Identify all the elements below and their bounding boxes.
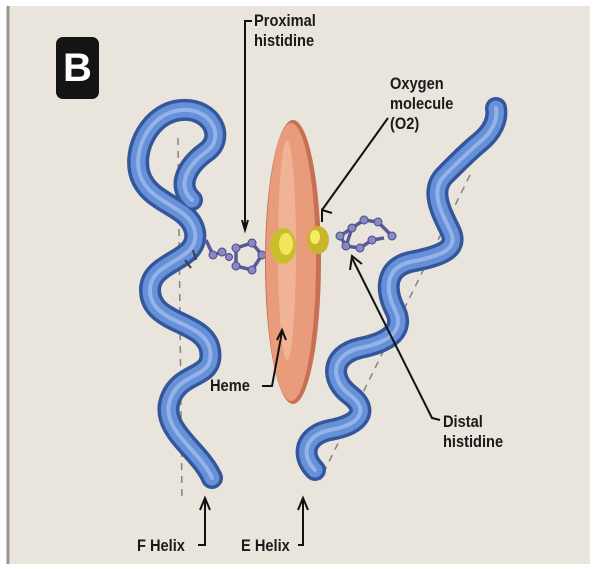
proximal-histidine-label-line1: Proximal [254,11,316,31]
heme-disk [265,120,321,404]
distal-histidine-label-line1: Distal [443,412,483,432]
oxygen-label-line3: (O2) [390,114,419,134]
proximal-histidine-label-line2: histidine [254,31,314,51]
e-helix-label: E Helix [241,536,290,556]
panel-letter-badge: B [56,37,99,99]
oxygen-label-line1: Oxygen [390,74,444,94]
oxygen-molecule [307,226,329,254]
distal-histidine-label-line2: histidine [443,432,503,452]
iron-center [270,228,296,264]
oxygen-label-line2: molecule [390,94,453,114]
heme-label: Heme [210,376,250,396]
f-helix-label: F Helix [137,536,185,556]
